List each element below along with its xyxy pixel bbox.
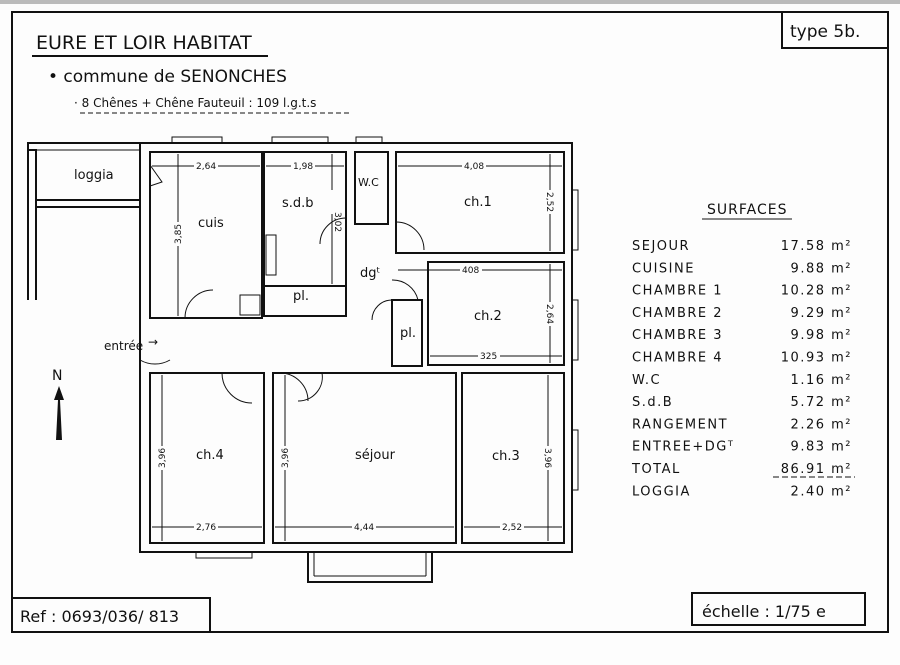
room-label-entrance: entrée (104, 339, 143, 353)
surface-label: SEJOUR (632, 239, 690, 254)
dim-sejour-height: 3,96 (281, 448, 291, 468)
north-label: N (52, 368, 62, 384)
sheet-border (11, 11, 889, 633)
surface-label: W.C (632, 373, 661, 388)
surface-row: CHAMBRE 3 9.98 m² (632, 328, 852, 343)
room-label-ch4: ch.4 (196, 448, 224, 463)
surface-value: 86.91 m² (781, 462, 852, 477)
surface-value: 1.16 m² (791, 373, 852, 388)
ref-box: Ref : 0693/036/ 813 (11, 597, 211, 633)
surface-label: CHAMBRE 1 (632, 284, 723, 299)
surface-row: TOTAL 86.91 m² (631, 462, 855, 478)
reference-number: Ref : 0693/036/ 813 (20, 607, 179, 626)
surface-label: S.d.B (632, 395, 673, 410)
room-label-corridor: dgᵗ (360, 266, 381, 281)
surface-value: 2.40 m² (791, 484, 852, 499)
type-box: type 5b. (781, 11, 889, 49)
ch4-walls (149, 372, 265, 544)
project-label: · 8 Chênes + Chêne Fauteuil : 109 l.g.t.… (74, 96, 316, 110)
dim-ch3-height: 3,96 (542, 448, 552, 468)
room-label-ch2: ch.2 (474, 309, 502, 324)
room-label-sejour: séjour (355, 448, 396, 463)
surface-label: RANGEMENT (632, 417, 728, 432)
surface-row: SEJOUR 17.58 m² (632, 239, 852, 254)
surface-value: 9.88 m² (791, 261, 852, 276)
surface-row: CHAMBRE 2 9.29 m² (632, 306, 852, 321)
scan-edge (0, 0, 900, 4)
surface-row: CHAMBRE 4 10.93 m² (632, 351, 852, 366)
dim-ch4-width: 2,76 (196, 523, 216, 533)
room-label-kitchen: cuis (198, 216, 224, 231)
kitchen-walls (149, 151, 263, 319)
commune-label: • commune de SENONCHES (48, 67, 287, 87)
room-label-storage-1: pl. (293, 289, 309, 304)
surface-label: CHAMBRE 4 (632, 351, 723, 366)
surface-value: 9.98 m² (791, 328, 852, 343)
surface-row: ENTREE+DGᵀ 9.83 m² (632, 440, 852, 455)
surface-row: W.C 1.16 m² (632, 373, 852, 388)
room-label-wc: W.C (358, 176, 379, 189)
dim-bathroom-height: 3,02 (332, 212, 342, 232)
plan-walls (27, 136, 579, 583)
surface-value: 17.58 m² (781, 239, 852, 254)
organization-title: EURE ET LOIR HABITAT (36, 32, 252, 54)
surface-label: CHAMBRE 2 (632, 306, 723, 321)
surface-row: CHAMBRE 1 10.28 m² (632, 284, 852, 299)
north-arrow-icon: N (52, 368, 64, 440)
wc-walls (354, 151, 389, 225)
surface-value: 9.83 m² (791, 440, 852, 455)
dim-sejour-width: 4,44 (354, 523, 374, 533)
surface-row: S.d.B 5.72 m² (632, 395, 852, 410)
ch3-walls (461, 372, 565, 544)
room-label-bathroom: s.d.b (282, 196, 314, 211)
plan-type: type 5b. (790, 22, 860, 42)
dim-kitchen-height: 3,85 (174, 224, 184, 244)
storage2-walls (391, 299, 423, 367)
surfaces-table: SEJOUR 17.58 m² CUISINE 9.88 m² CHAMBRE 1 10.… (631, 239, 855, 499)
surface-value: 9.29 m² (791, 306, 852, 321)
dim-ch3-width: 2,52 (502, 523, 522, 533)
room-label-ch3: ch.3 (492, 449, 520, 464)
surface-label: CUISINE (632, 261, 695, 276)
dim-ch4-height: 3,96 (158, 448, 168, 468)
entrance-arrow-icon: → (148, 335, 158, 349)
surface-value: 10.28 m² (781, 284, 852, 299)
scale-label: échelle : 1/75 e (702, 602, 826, 621)
surfaces-title: SURFACES (707, 202, 787, 218)
scale-box: échelle : 1/75 e (691, 592, 866, 626)
ch2-walls (427, 261, 565, 366)
dim-ch2-height: 2,64 (544, 304, 554, 324)
storage-walls (263, 285, 347, 317)
dim-ch1-height: 2,52 (544, 192, 554, 212)
surface-label: TOTAL (631, 462, 681, 477)
room-label-storage-2: pl. (400, 326, 416, 341)
surface-row: RANGEMENT 2.26 m² (632, 417, 852, 432)
surface-value: 10.93 m² (781, 351, 852, 366)
surface-label: LOGGIA (632, 484, 691, 499)
sejour-walls (272, 372, 457, 544)
dim-ch2-width: 325 (480, 352, 497, 362)
surface-row: CUISINE 9.88 m² (632, 261, 852, 276)
surface-label: CHAMBRE 3 (632, 328, 723, 343)
surface-row: LOGGIA 2.40 m² (632, 484, 852, 499)
dim-ch1-width: 4,08 (464, 162, 484, 172)
room-label-loggia: loggia (74, 168, 114, 183)
surface-label: ENTREE+DGᵀ (632, 440, 734, 455)
dim-kitchen-width: 2,64 (196, 162, 216, 172)
dim-bathroom-width: 1,98 (293, 162, 313, 172)
surface-value: 2.26 m² (791, 417, 852, 432)
room-label-ch1: ch.1 (464, 195, 492, 210)
dim-ch2-top: 408 (462, 266, 479, 276)
surface-value: 5.72 m² (791, 395, 852, 410)
ch1-walls (395, 151, 565, 254)
